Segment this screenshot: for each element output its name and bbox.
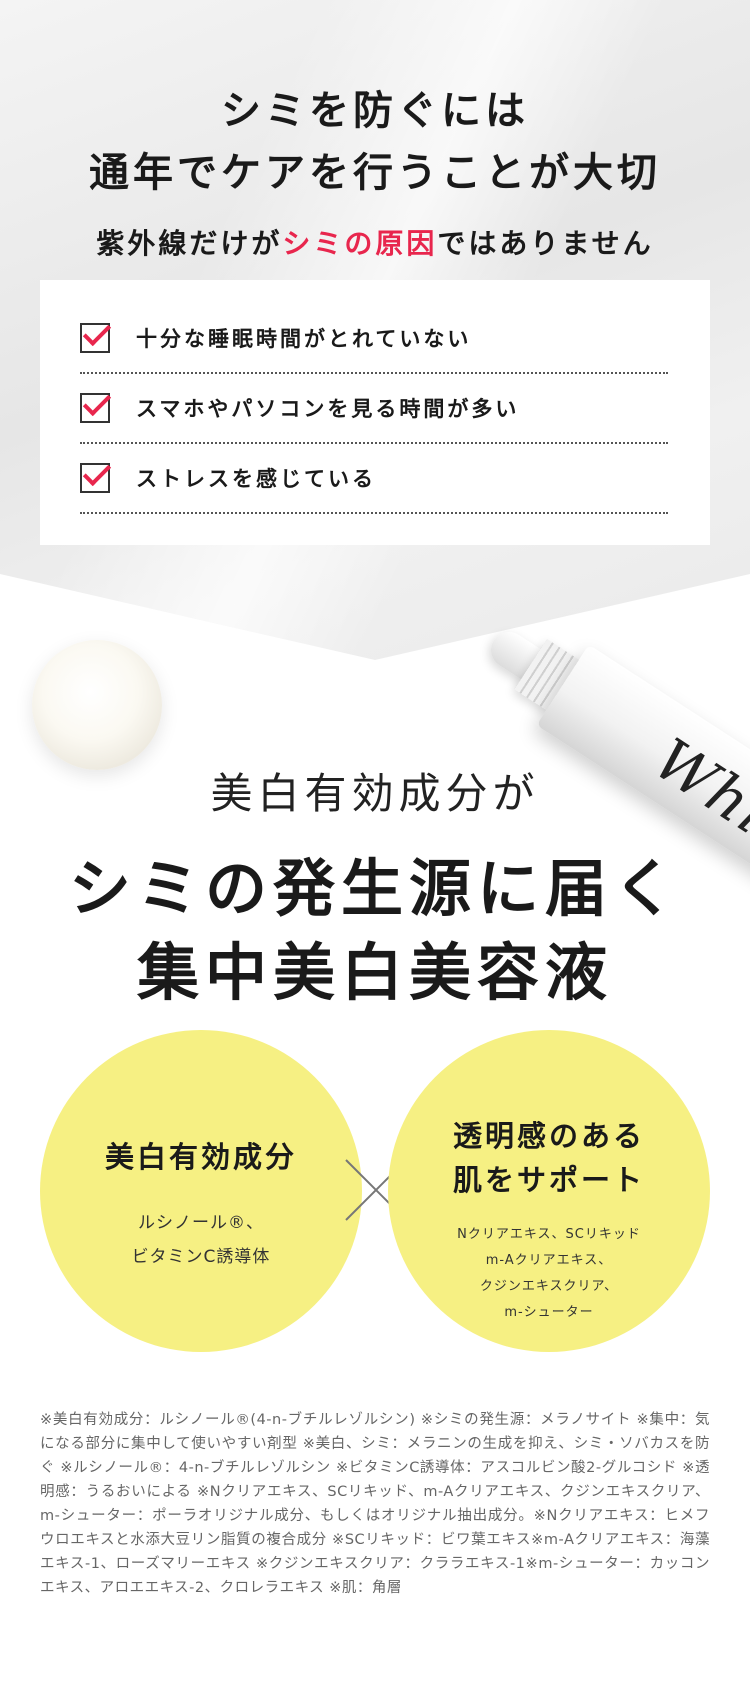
checkbox-checked-icon xyxy=(80,323,110,353)
headline-line2: 通年でケアを行うことが大切 xyxy=(0,140,750,198)
checkbox-checked-icon xyxy=(80,463,110,493)
circle-body-line: m-シューター xyxy=(504,1305,594,1320)
ingredient-circle-whitening: 美白有効成分 ルシノール®、 ビタミンC誘導体 xyxy=(40,1030,362,1352)
circle-title: 美白有効成分 xyxy=(104,1140,297,1174)
checklist-item-label: スマホやパソコンを見る時間が多い xyxy=(136,397,520,421)
ingredient-circle-clarity: 透明感のある 肌をサポート Nクリアエキス、SCリキッド m-Aクリアエキス、 … xyxy=(388,1030,710,1352)
subtitle-suffix: ではありません xyxy=(437,227,654,260)
circle-title-line: 肌をサポート xyxy=(452,1163,645,1197)
main-subheading: 美白有効成分が xyxy=(210,769,540,818)
footnote-disclaimer: ※美白有効成分：ルシノール®(4-n-ブチルレゾルシン) ※シミの発生源：メラノ… xyxy=(40,1412,710,1596)
circle-title: 透明感のある 肌をサポート xyxy=(388,1114,710,1202)
circle-title-line: 透明感のある xyxy=(452,1119,645,1153)
headline-line2-text: 通年でケアを行うことが大切 xyxy=(83,140,667,198)
headline-subtitle: 紫外線だけがシミの原因ではありません xyxy=(0,222,750,262)
checklist-item: ストレスを感じている xyxy=(80,444,668,514)
circle-body-line: ビタミンC誘導体 xyxy=(131,1247,271,1267)
checklist-item-label: 十分な睡眠時間がとれていない xyxy=(136,327,472,351)
circle-body-line: Nクリアエキス、SCリキッド xyxy=(457,1227,641,1242)
main-heading-line1: シミの発生源に届く xyxy=(68,852,681,925)
circle-body-line: ルシノール®、 xyxy=(138,1213,264,1233)
cream-dollop-image xyxy=(32,640,162,770)
checkbox-checked-icon xyxy=(80,393,110,423)
circle-body-line: クジンエキスクリア、 xyxy=(479,1279,619,1294)
checklist-item: スマホやパソコンを見る時間が多い xyxy=(80,374,668,444)
headline-line1: シミを防ぐには xyxy=(221,88,529,134)
subtitle-accent: シミの原因 xyxy=(282,227,438,260)
circle-body-line: m-Aクリアエキス、 xyxy=(485,1253,613,1268)
concern-checklist: 十分な睡眠時間がとれていない スマホやパソコンを見る時間が多い ストレスを感じて… xyxy=(40,280,710,545)
checklist-item: 十分な睡眠時間がとれていない xyxy=(80,304,668,374)
main-heading-line2: 集中美白美容液 xyxy=(136,936,613,1009)
circle-body: Nクリアエキス、SCリキッド m-Aクリアエキス、 クジンエキスクリア、 m-シ… xyxy=(388,1222,710,1326)
headline-line2-label: 通年でケアを行うことが大切 xyxy=(89,150,661,196)
subtitle-prefix: 紫外線だけが xyxy=(96,227,283,260)
circle-body: ルシノール®、 ビタミンC誘導体 xyxy=(40,1206,362,1274)
checklist-item-label: ストレスを感じている xyxy=(136,467,376,491)
